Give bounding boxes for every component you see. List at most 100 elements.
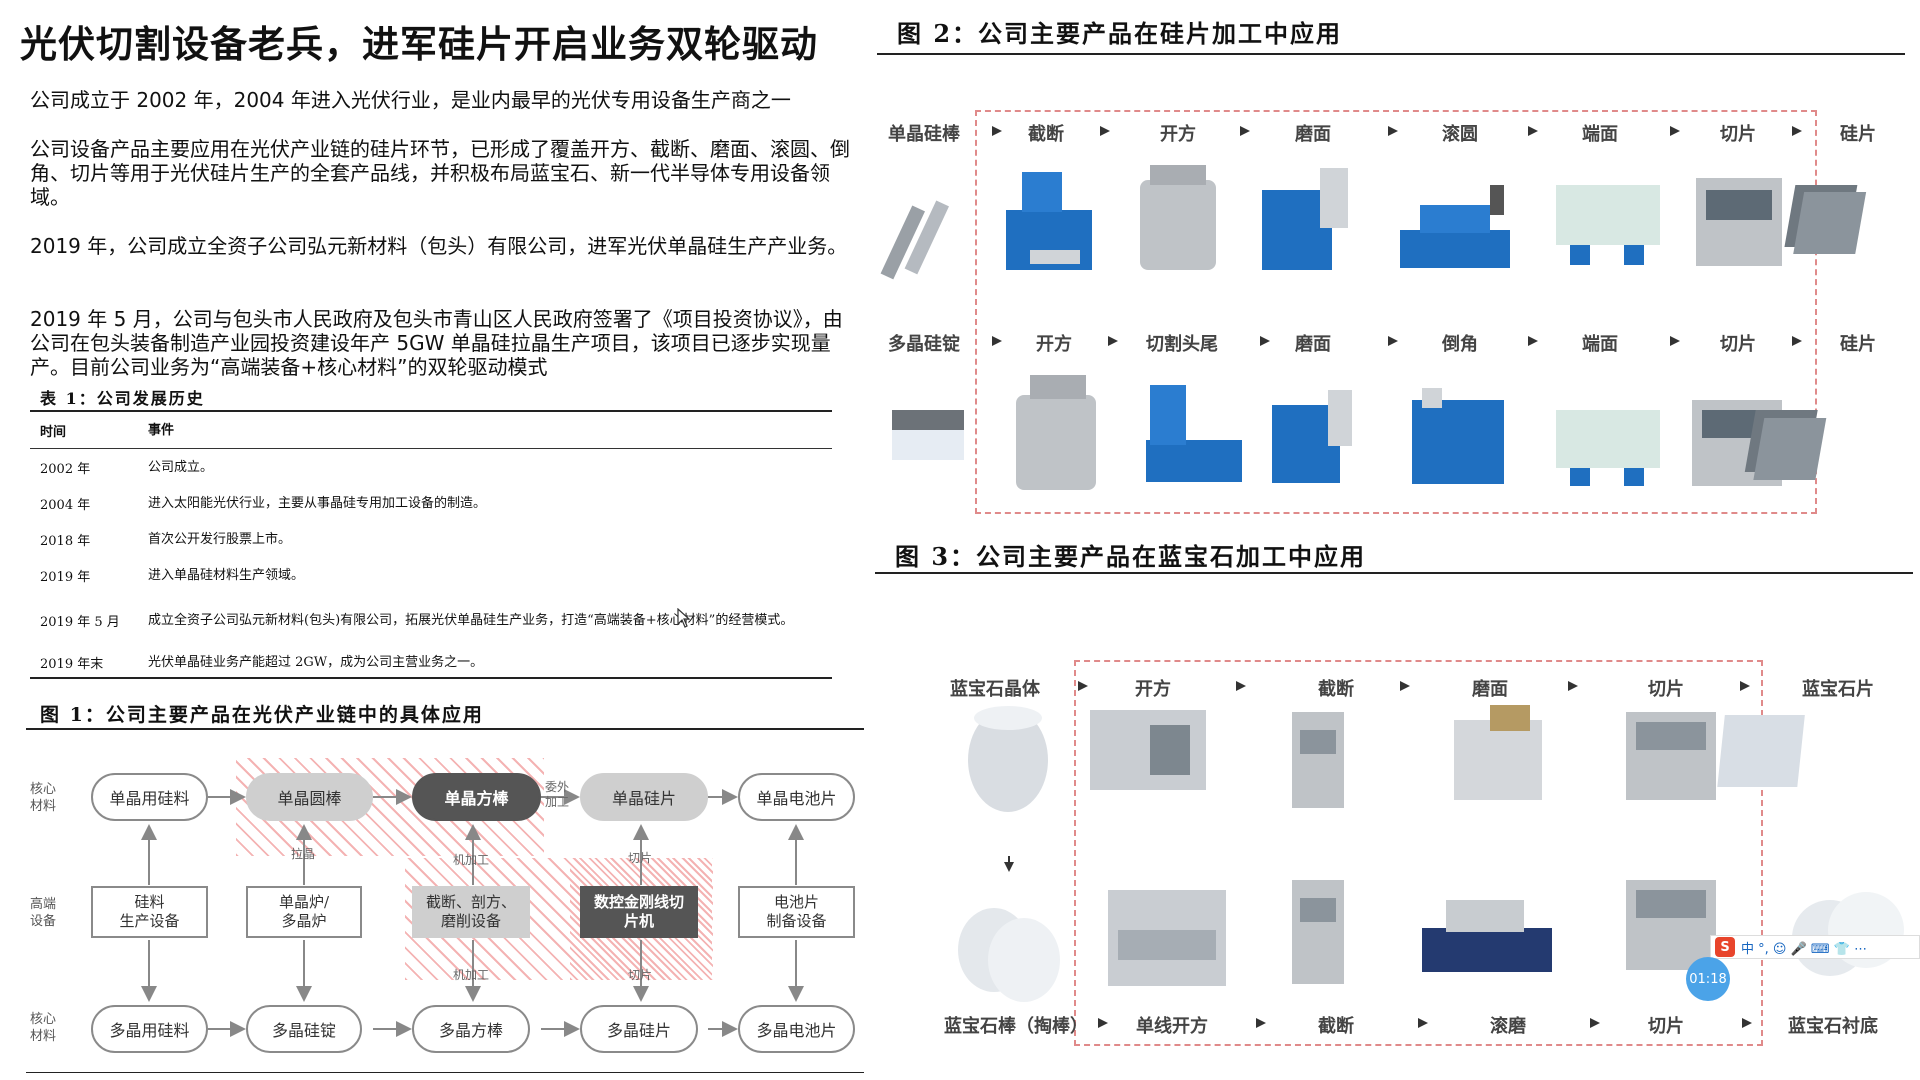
sapphire-crystal-icon (968, 706, 1048, 812)
fig2-row1-step: 磨面 (1295, 124, 1331, 145)
fig3-row2-step: 单线开方 (1136, 1016, 1208, 1037)
edge-label-machining-top: 机加工 (453, 853, 490, 867)
squaring-machine-icon (1016, 375, 1096, 490)
paragraph-2: 公司设备产品主要应用在光伏产业链的硅片环节，已形成了覆盖开方、截断、磨面、滚圆、… (30, 137, 850, 209)
fig3-row2-step: 滚磨 (1490, 1016, 1526, 1037)
node-mono-cell: 单晶电池片 (738, 773, 855, 821)
table-row: 2004 年 进入太阳能光伏行业，主要从事晶硅专用加工设备的制造。 (30, 485, 832, 521)
node-mono-wafer: 单晶硅片 (580, 773, 708, 821)
grinding-machine-icon (1454, 705, 1542, 800)
node-mono-silicon-material: 单晶用硅料 (91, 773, 208, 821)
fig2-row1-start: 单晶硅棒 (888, 124, 960, 145)
cutting-machine-icon (1292, 712, 1344, 808)
ime-logo-icon[interactable]: S (1715, 937, 1735, 957)
box-cell-equipment: 电池片 制备设备 (738, 886, 855, 938)
figure-2-rule (877, 53, 1905, 55)
ime-toolbar[interactable]: S 中 °, ☺ 🎤 ⌨ 👕 ⋯ (1710, 935, 1920, 959)
node-multi-wafer: 多晶硅片 (580, 1005, 698, 1053)
fig2-row1-end: 硅片 (1840, 124, 1876, 145)
sapphire-wafer-icon (1717, 715, 1805, 787)
figure-3-caption: 图 3：公司主要产品在蓝宝石加工中应用 (895, 542, 1367, 571)
fig2-row2-step: 切割头尾 (1146, 334, 1218, 355)
end-face-machine-icon (1556, 410, 1660, 486)
header-event: 事件 (148, 422, 175, 438)
fig2-row1-step: 端面 (1582, 124, 1618, 145)
fig3-row2-end: 蓝宝石衬底 (1788, 1016, 1878, 1037)
table-row: 2019 年 5 月 成立全资子公司弘元新材料(包头)有限公司，拓展光伏单晶硅生… (30, 593, 832, 647)
row-time: 2018 年 (40, 533, 91, 549)
box-silicon-equipment: 硅料 生产设备 (91, 886, 208, 938)
node-multi-silicon-material: 多晶用硅料 (91, 1005, 208, 1053)
fig2-row2-start: 多晶硅锭 (888, 334, 960, 355)
fig3-row1-step: 切片 (1648, 679, 1684, 700)
fig2-row2-step: 切片 (1720, 334, 1756, 355)
rounding-machine-icon (1400, 185, 1510, 268)
row-time: 2002 年 (40, 461, 91, 477)
figure-1-rule (26, 728, 864, 730)
edge-label-outsource: 委外 加工 (545, 780, 570, 809)
edge-label-slicing-bottom: 切片 (628, 968, 653, 982)
head-tail-cutting-icon (1146, 385, 1242, 482)
header-time: 时间 (40, 424, 67, 440)
squaring-machine-icon (1090, 710, 1206, 790)
fig2-row2-step: 端面 (1582, 334, 1618, 355)
sapphire-rod-icon (958, 908, 1060, 1002)
node-multi-cell: 多晶电池片 (738, 1005, 855, 1053)
fig2-row1-step: 滚圆 (1442, 124, 1478, 145)
fig3-row2-step: 截断 (1318, 1016, 1354, 1037)
paragraph-1: 公司成立于 2002 年，2004 年进入光伏行业，是业内最早的光伏专用设备生产… (30, 88, 791, 112)
row-time: 2019 年 5 月 (40, 614, 120, 630)
chamfer-machine-icon (1412, 388, 1504, 484)
figure-3-dashed-frame (1074, 660, 1763, 1046)
fig3-arrows (1004, 681, 1752, 1028)
table-caption: 表 1：公司发展历史 (40, 389, 205, 408)
fig2-row2-step: 倒角 (1442, 334, 1478, 355)
box-furnace: 单晶炉/ 多晶炉 (246, 886, 362, 938)
single-wire-squaring-icon (1108, 890, 1226, 986)
figure-2-caption: 图 2：公司主要产品在硅片加工中应用 (897, 19, 1343, 48)
row-event: 进入单晶硅材料生产领域。 (148, 567, 305, 583)
recording-timer[interactable]: 01:18 (1686, 957, 1730, 1001)
fig3-row1-start: 蓝宝石晶体 (950, 679, 1040, 700)
cutting-machine-icon (1292, 880, 1344, 984)
wafer-icon (1784, 185, 1867, 254)
node-multi-square-rod: 多晶方棒 (412, 1005, 530, 1053)
wafer-icon (1744, 410, 1827, 480)
fig3-row1-step: 开方 (1135, 679, 1171, 700)
fig2-row2-end: 硅片 (1840, 334, 1876, 355)
row-event: 公司成立。 (148, 459, 214, 475)
row-event: 首次公开发行股票上市。 (148, 531, 292, 547)
figure-1-caption: 图 1：公司主要产品在光伏产业链中的具体应用 (40, 704, 484, 726)
cutting-machine-icon (1006, 172, 1092, 270)
figure-2-dashed-frame (975, 110, 1817, 514)
ime-tools[interactable]: 中 °, ☺ 🎤 ⌨ 👕 ⋯ (1741, 941, 1868, 957)
edge-label-slicing-top: 切片 (628, 851, 653, 865)
slicing-machine-icon (1626, 880, 1716, 970)
fig2-row1-step: 切片 (1720, 124, 1756, 145)
fig2-row2-step: 磨面 (1295, 334, 1331, 355)
row-time: 2019 年末 (40, 656, 104, 672)
row-event: 进入太阳能光伏行业，主要从事晶硅专用加工设备的制造。 (148, 495, 487, 511)
slicing-machine-icon (1696, 178, 1782, 266)
fig2-arrows (992, 126, 1802, 346)
figure-1-bottom-rule (26, 1072, 864, 1073)
box-diamond-wire-slicer: 数控金刚线切 片机 (580, 886, 698, 938)
node-mono-round-rod: 单晶圆棒 (246, 773, 373, 821)
table-row: 2019 年 进入单晶硅材料生产领域。 (30, 557, 832, 593)
table-header: 时间 事件 (30, 412, 832, 449)
side-label-core-material-bottom: 核心 材料 (30, 1012, 57, 1044)
slicing-machine-icon (1626, 712, 1716, 800)
table-row: 2018 年 首次公开发行股票上市。 (30, 521, 832, 557)
edge-label-machining-bottom: 机加工 (453, 968, 490, 982)
row-event: 成立全资子公司弘元新材料(包头)有限公司，拓展光伏单晶硅生产业务，打造“高端装备… (148, 612, 794, 628)
page-title: 光伏切割设备老兵，进军硅片开启业务双轮驱动 (20, 23, 818, 66)
barrel-grinding-icon (1422, 900, 1552, 972)
fig3-row1-step: 截断 (1318, 679, 1354, 700)
end-face-machine-icon (1556, 185, 1660, 265)
row-time: 2004 年 (40, 497, 91, 513)
table-row: 2019 年末 光伏单晶硅业务产能超过 2GW，成为公司主营业务之一。 (30, 647, 832, 677)
